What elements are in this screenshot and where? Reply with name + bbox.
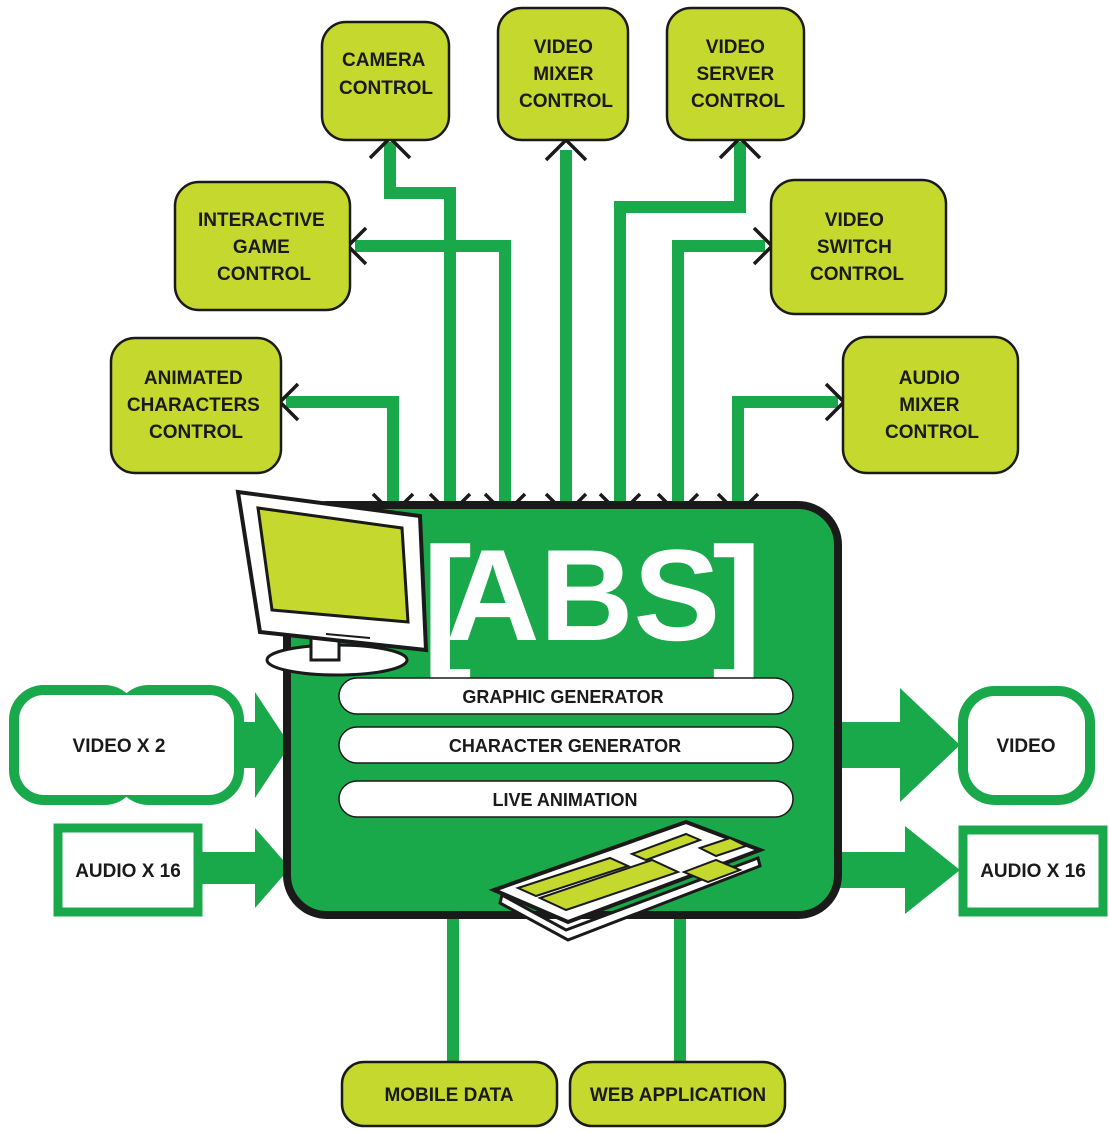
keyboard-icon <box>488 819 766 942</box>
camera-control-box: CAMERA CONTROL <box>320 20 451 142</box>
audio-output-box: AUDIO X 16 <box>958 825 1108 917</box>
audio-output-label: AUDIO X 16 <box>980 861 1086 882</box>
video-output-arrow <box>838 688 960 802</box>
module-graphic-generator-label: GRAPHIC GENERATOR <box>462 687 663 707</box>
mobile-data-box: MOBILE DATA <box>340 1060 559 1128</box>
connector-video-switch <box>672 240 765 505</box>
abs-bracket-right: ] <box>712 516 762 684</box>
interactive-game-label-1: INTERACTIVE <box>198 210 325 231</box>
module-character-generator: CHARACTER GENERATOR <box>338 726 794 764</box>
video-mixer-label-1: VIDEO <box>534 37 593 58</box>
module-graphic-generator: GRAPHIC GENERATOR <box>338 677 794 715</box>
interactive-game-control-box: INTERACTIVE GAME CONTROL <box>173 180 352 312</box>
module-live-animation-label: LIVE ANIMATION <box>493 790 638 810</box>
video-input-label: VIDEO X 2 <box>73 736 166 757</box>
io-arrows <box>196 688 960 914</box>
svg-text:INTERACTIVE GAME: INTERACTIVE GAME CONTROL <box>198 210 330 285</box>
interactive-game-label-3: CONTROL <box>217 264 311 285</box>
web-application-box: WEB APPLICATION <box>568 1060 787 1128</box>
video-server-label-2: SERVER <box>696 64 774 85</box>
svg-text:VIDEO SERVER C: VIDEO SERVER CONTROL <box>691 37 785 112</box>
video-switch-label-2: SWITCH <box>817 237 892 258</box>
connector-camera <box>384 142 456 505</box>
svg-text:VIDEO SWITCH C: VIDEO SWITCH CONTROL <box>810 210 904 285</box>
camera-control-label-1: CAMERA <box>342 50 426 71</box>
video-mixer-control-box: VIDEO MIXER CONTROL <box>496 6 630 142</box>
computer-monitor-icon <box>235 489 429 677</box>
video-output-label: VIDEO <box>996 736 1055 757</box>
video-output-box: VIDEO <box>958 686 1095 805</box>
video-server-label-3: CONTROL <box>691 91 785 112</box>
video-input-arrow <box>238 692 290 798</box>
interactive-game-label-2: GAME <box>233 237 290 258</box>
audio-output-arrow <box>838 826 960 914</box>
control-boxes: CAMERA CONTROL VIDEO MIXER CONTROL VIDEO… <box>109 6 1020 475</box>
audio-mixer-label-2: MIXER <box>899 395 959 416</box>
animated-characters-label-3: CONTROL <box>149 422 243 443</box>
animated-characters-control-box: ANIMATED CHARACTERS CONTROL <box>109 336 283 475</box>
mobile-data-label: MOBILE DATA <box>384 1085 513 1106</box>
connector-audio-mixer <box>732 396 838 505</box>
video-server-control-box: VIDEO SERVER CONTROL <box>665 6 806 142</box>
video-switch-label-1: VIDEO <box>825 210 884 231</box>
audio-input-arrow <box>196 828 290 908</box>
control-connectors <box>286 142 838 505</box>
bottom-connectors <box>447 905 686 1062</box>
svg-text:CAMERA CONTROL: CAMERA CONTROL <box>339 50 433 99</box>
audio-input-label: AUDIO X 16 <box>75 861 181 882</box>
animated-characters-label-1: ANIMATED <box>144 368 243 389</box>
svg-text:ANIMATED CHARACTERS: ANIMATED CHARACTERS CONTROL <box>127 368 265 443</box>
module-live-animation: LIVE ANIMATION <box>338 780 794 818</box>
web-application-label: WEB APPLICATION <box>590 1085 766 1106</box>
audio-mixer-control-box: AUDIO MIXER CONTROL <box>841 335 1020 475</box>
video-input-box: VIDEO X 2 <box>9 685 244 805</box>
video-switch-control-box: VIDEO SWITCH CONTROL <box>769 178 948 316</box>
connector-animated-characters <box>286 396 399 505</box>
animated-characters-label-2: CHARACTERS <box>127 395 260 416</box>
connector-video-server <box>614 142 746 505</box>
video-mixer-label-2: MIXER <box>533 64 593 85</box>
svg-text:AUDIO MIXER CO: AUDIO MIXER CONTROL <box>885 368 979 443</box>
connector-interactive-game <box>355 240 511 505</box>
audio-mixer-label-3: CONTROL <box>885 422 979 443</box>
abs-bracket-left: [ <box>422 516 472 684</box>
abs-title: ABS <box>446 522 720 668</box>
svg-text:VIDEO MIXER CO: VIDEO MIXER CONTROL <box>519 37 613 112</box>
video-mixer-label-3: CONTROL <box>519 91 613 112</box>
camera-control-label-2: CONTROL <box>339 78 433 99</box>
video-server-label-1: VIDEO <box>706 37 765 58</box>
module-character-generator-label: CHARACTER GENERATOR <box>449 736 681 756</box>
audio-mixer-label-1: AUDIO <box>899 368 960 389</box>
audio-input-box: AUDIO X 16 <box>53 823 203 917</box>
video-switch-label-3: CONTROL <box>810 264 904 285</box>
